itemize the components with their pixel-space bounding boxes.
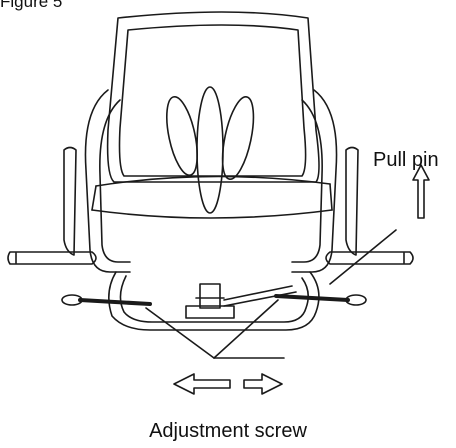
seat-right-side bbox=[329, 183, 333, 211]
pull-pin-label: Pull pin bbox=[373, 149, 439, 171]
adjustment-screw-label: Adjustment screw bbox=[149, 420, 307, 442]
figure-caption: Figure 5 bbox=[0, 0, 63, 11]
tension-rod-right bbox=[274, 294, 350, 302]
tension-rod-left bbox=[78, 298, 152, 306]
seat-top bbox=[95, 175, 331, 187]
lumbar-rib-center bbox=[196, 86, 224, 214]
arm-post-left bbox=[63, 146, 77, 256]
adjustment-lever bbox=[223, 285, 293, 301]
armrest-frame-right bbox=[291, 89, 338, 273]
seat-front bbox=[91, 209, 333, 219]
arrow-right-icon bbox=[243, 373, 283, 395]
pull-pin-arrow-icon bbox=[412, 164, 430, 219]
armrest-frame-left bbox=[84, 89, 131, 273]
armrest-frame-right-inner bbox=[291, 99, 323, 263]
backrest-outline bbox=[106, 11, 320, 183]
seat-left-side bbox=[91, 185, 97, 211]
gas-lift bbox=[199, 283, 221, 309]
backrest-inner bbox=[118, 24, 307, 177]
arm-pad-right bbox=[325, 251, 414, 265]
mechanism-block bbox=[185, 305, 235, 319]
arm-pad-left bbox=[7, 251, 97, 265]
arm-post-right bbox=[345, 146, 359, 256]
screw-leader-left bbox=[145, 307, 215, 359]
armrest-frame-left-inner bbox=[99, 99, 131, 263]
base-plate-inner bbox=[119, 275, 310, 323]
arrow-left-icon bbox=[173, 373, 231, 395]
pull-pin-leader bbox=[329, 229, 397, 285]
knob-left bbox=[61, 294, 83, 306]
lumbar-rib-right bbox=[221, 96, 255, 180]
lumbar-rib-left bbox=[166, 95, 198, 177]
screw-leader-right bbox=[213, 299, 279, 359]
knob-right bbox=[345, 294, 367, 306]
